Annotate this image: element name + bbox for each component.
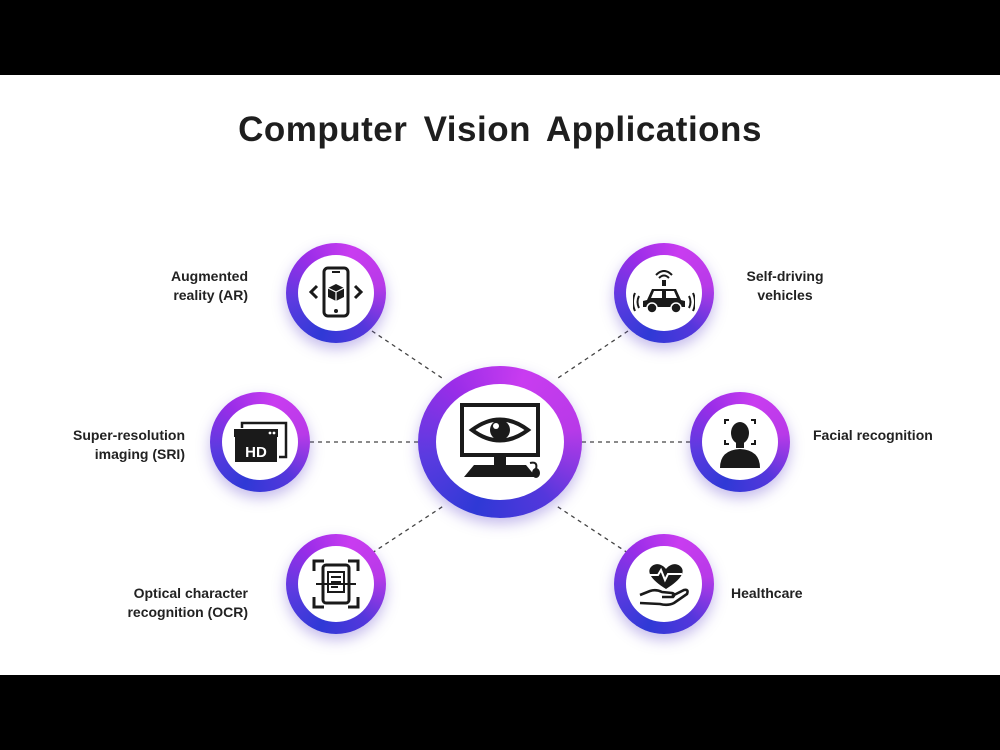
connector-sdv [554, 330, 629, 381]
label-sdv: Self-driving vehicles [746, 268, 824, 303]
label-ar: Augmented reality (AR) [171, 268, 248, 303]
diagram-title: Computer Vision Applications [238, 110, 762, 149]
label-sri: Super-resolution imaging (SRI) [72, 427, 185, 462]
center-node [418, 366, 582, 518]
connector-ocr [371, 504, 446, 554]
ar-phone-cube-icon [308, 266, 364, 318]
label-health: Healthcare [731, 585, 803, 601]
self-driving-car-icon [633, 270, 695, 314]
connector-ar [371, 330, 446, 381]
node-ar [286, 243, 386, 343]
node-face [690, 392, 790, 492]
node-health [614, 534, 714, 634]
hd-text: HD [245, 444, 267, 461]
label-ocr: Optical character recognition (OCR) [127, 585, 248, 620]
node-ocr [286, 534, 386, 634]
node-sri: HD [210, 392, 310, 492]
connector-health [554, 504, 629, 554]
heart-hand-icon [639, 564, 689, 607]
eye-monitor-icon [460, 403, 540, 478]
hd-image-icon: HD [233, 421, 288, 464]
face-scan-icon [720, 419, 760, 468]
node-sdv [614, 243, 714, 343]
diagram-canvas: Computer Vision Applications [0, 75, 1000, 675]
connector-lines [310, 330, 690, 554]
center-node-inner [436, 384, 564, 500]
ocr-scan-document-icon [312, 559, 360, 609]
label-face: Facial recognition [813, 427, 933, 443]
